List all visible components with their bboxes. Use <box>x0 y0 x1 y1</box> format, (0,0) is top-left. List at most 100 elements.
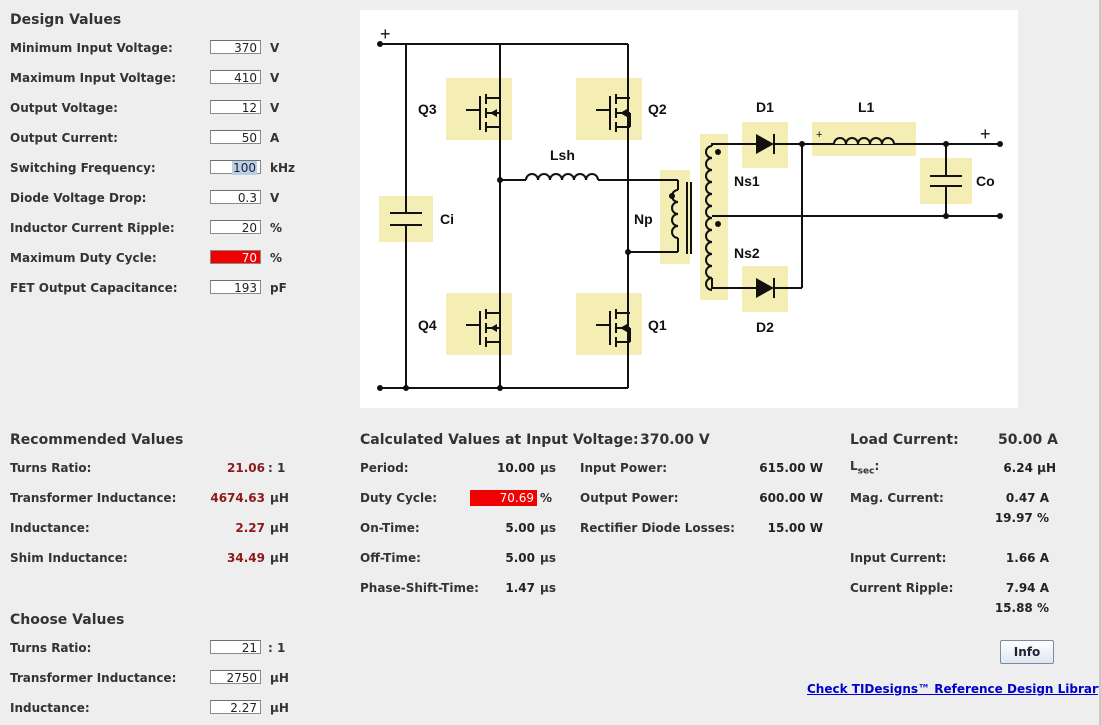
choose-inductance-field[interactable]: 2.27 <box>210 700 261 715</box>
max-duty-cycle-label: Maximum Duty Cycle: <box>10 251 157 265</box>
l1-plus-label: + <box>816 129 822 141</box>
load-current-heading: Load Current: <box>850 432 959 448</box>
mag-current-value: 0.47 A <box>1005 491 1049 505</box>
unit-label: V <box>270 41 280 55</box>
phase-shift-time-label: Phase-Shift-Time: <box>360 581 479 595</box>
diode-voltage-drop-label: Diode Voltage Drop: <box>10 191 147 205</box>
diode-voltage-drop-field[interactable]: 0.3 <box>210 190 261 205</box>
input-current-label: Input Current: <box>850 551 947 565</box>
rectifier-diode-losses-value: 15.00 W <box>767 521 823 535</box>
unit-label: µs <box>540 461 556 475</box>
window-edge <box>1099 0 1101 725</box>
phase-shift-time-value: 1.47 <box>505 581 535 595</box>
unit-label: pF <box>270 281 287 295</box>
d2-label: D2 <box>756 319 774 335</box>
on-time-value: 5.00 <box>505 521 535 535</box>
mag-current-label: Mag. Current: <box>850 491 944 505</box>
output-current-label: Output Current: <box>10 131 118 145</box>
input-plus-label: + <box>380 24 391 44</box>
inductor-current-ripple-label: Inductor Current Ripple: <box>10 221 175 235</box>
output-voltage-field[interactable]: 12 <box>210 100 261 115</box>
unit-label: % <box>270 251 283 265</box>
co-label: Co <box>976 173 995 189</box>
output-plus-label: + <box>980 124 991 144</box>
unit-label: kHz <box>270 161 296 175</box>
lsec-label: Lsec: <box>850 459 880 477</box>
lsec-value: 6.24 µH <box>1003 461 1056 475</box>
output-voltage-label: Output Voltage: <box>10 101 118 115</box>
d1-label: D1 <box>756 99 774 115</box>
fet-output-capacitance-field[interactable]: 193 <box>210 280 261 295</box>
off-time-value: 5.00 <box>505 551 535 565</box>
choose-transformer-inductance-label: Transformer Inductance: <box>10 671 177 685</box>
circuit-diagram: Q3 Q2 Q4 Q1 D1 D2 L1 Lsh Ci Co Np Ns1 Ns… <box>360 10 1018 408</box>
unit-label: µH <box>270 521 289 535</box>
unit-label: V <box>270 71 280 85</box>
output-power-label: Output Power: <box>580 491 679 505</box>
unit-label: µs <box>540 521 556 535</box>
duty-cycle-value: 70.69 <box>499 491 534 505</box>
recommended-values-heading: Recommended Values <box>10 432 184 448</box>
q2-label: Q2 <box>648 101 667 117</box>
unit-label: : 1 <box>268 641 286 655</box>
duty-cycle-alert-box: 70.69 <box>470 490 537 506</box>
unit-label: µH <box>270 551 289 565</box>
design-values-heading: Design Values <box>10 12 122 28</box>
choose-turns-ratio-field[interactable]: 21 <box>210 640 261 655</box>
current-ripple-percent: 15.88 % <box>994 601 1049 615</box>
output-power-value: 600.00 W <box>759 491 823 505</box>
output-current-field[interactable]: 50 <box>210 130 261 145</box>
choose-inductance-label: Inductance: <box>10 701 90 715</box>
switching-frequency-label: Switching Frequency: <box>10 161 156 175</box>
min-input-voltage-label: Minimum Input Voltage: <box>10 41 173 55</box>
min-input-voltage-field[interactable]: 370 <box>210 40 261 55</box>
q1-label: Q1 <box>648 317 667 333</box>
unit-label: V <box>270 191 280 205</box>
shim-inductance-label: Shim Inductance: <box>10 551 128 565</box>
tidesigns-link[interactable]: Check TIDesigns™ Reference Design Librar… <box>807 682 1101 696</box>
rectifier-diode-losses-label: Rectifier Diode Losses: <box>580 521 735 535</box>
transformer-inductance-value: 4674.63 <box>210 491 265 505</box>
q4-label: Q4 <box>418 317 437 333</box>
info-button[interactable]: Info <box>1000 640 1054 664</box>
choose-values-heading: Choose Values <box>10 612 125 628</box>
turns-ratio-label: Turns Ratio: <box>10 461 92 475</box>
selected-text: 100 <box>232 161 257 175</box>
ns1-label: Ns1 <box>734 173 760 189</box>
unit-label: : 1 <box>268 461 286 475</box>
input-power-label: Input Power: <box>580 461 668 475</box>
turns-ratio-value: 21.06 <box>227 461 265 475</box>
unit-label: µH <box>270 491 289 505</box>
off-time-label: Off-Time: <box>360 551 421 565</box>
max-duty-cycle-field[interactable]: 70 <box>210 250 261 265</box>
inductance-value: 2.27 <box>235 521 265 535</box>
unit-label: A <box>270 131 280 145</box>
unit-label: µH <box>270 671 289 685</box>
input-power-value: 615.00 W <box>759 461 823 475</box>
mag-current-percent: 19.97 % <box>994 511 1049 525</box>
calculated-input-voltage: 370.00 V <box>640 432 710 448</box>
inductor-current-ripple-field[interactable]: 20 <box>210 220 261 235</box>
unit-label: % <box>540 491 553 505</box>
unit-label: µs <box>540 581 556 595</box>
max-input-voltage-field[interactable]: 410 <box>210 70 261 85</box>
period-value: 10.00 <box>497 461 535 475</box>
input-current-value: 1.66 A <box>1005 551 1049 565</box>
ci-label: Ci <box>440 211 454 227</box>
load-current-value: 50.00 A <box>998 432 1058 448</box>
lsh-label: Lsh <box>550 147 575 163</box>
on-time-label: On-Time: <box>360 521 420 535</box>
switching-frequency-field[interactable]: 100 <box>210 160 261 175</box>
calculated-values-heading: Calculated Values at Input Voltage: <box>360 432 639 448</box>
duty-cycle-label: Duty Cycle: <box>360 491 438 505</box>
inductance-label: Inductance: <box>10 521 90 535</box>
choose-turns-ratio-label: Turns Ratio: <box>10 641 92 655</box>
shim-inductance-value: 34.49 <box>227 551 265 565</box>
fet-output-capacitance-label: FET Output Capacitance: <box>10 281 178 295</box>
unit-label: µH <box>270 701 289 715</box>
current-ripple-value: 7.94 A <box>1005 581 1049 595</box>
q3-label: Q3 <box>418 101 437 117</box>
l1-label: L1 <box>858 99 875 115</box>
choose-transformer-inductance-field[interactable]: 2750 <box>210 670 261 685</box>
transformer-inductance-label: Transformer Inductance: <box>10 491 177 505</box>
